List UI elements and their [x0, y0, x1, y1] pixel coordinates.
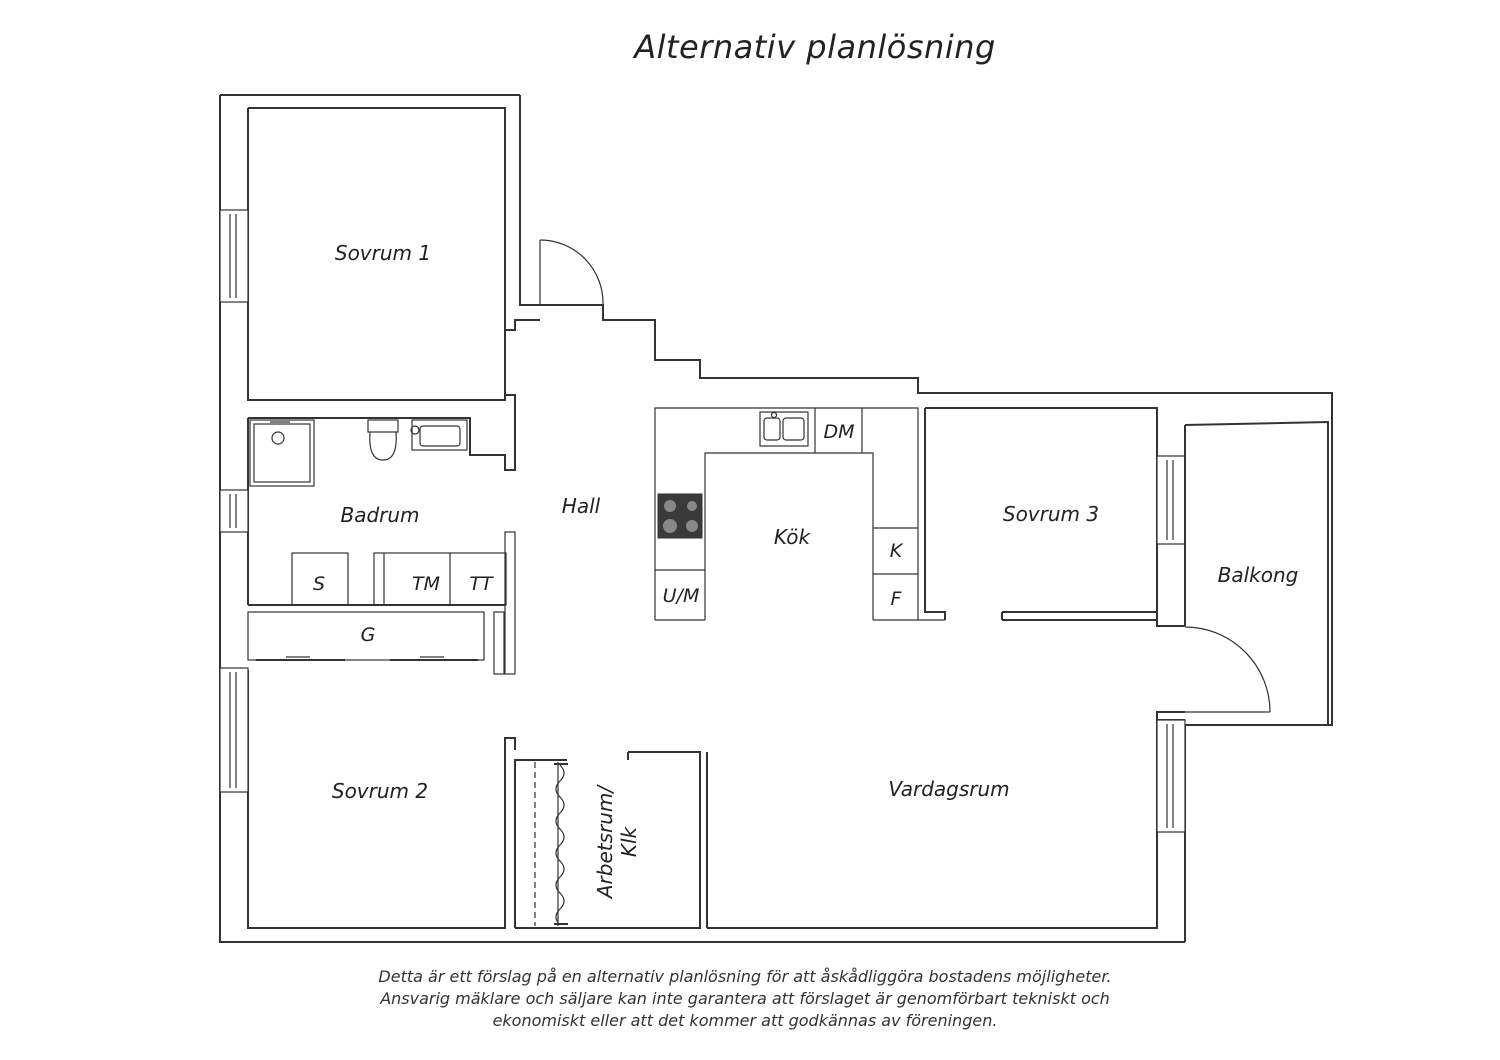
fixture-label-wardrobe: G — [361, 624, 376, 646]
fixture-label-oven-microwave: U/M — [663, 585, 700, 607]
room-label-sovrum2: Sovrum 2 — [332, 779, 428, 803]
room-label-arbetsrum: Arbetsrum/ Klk — [593, 784, 641, 901]
entrance-door — [539, 239, 604, 306]
room-label-sovrum3: Sovrum 3 — [1003, 502, 1099, 526]
balcony — [1156, 420, 1329, 725]
fixture-label-fridge: K — [890, 540, 904, 562]
disclaimer-line-1: Detta är ett förslag på en alternativ pl… — [378, 967, 1112, 986]
livingroom-walls — [706, 719, 1186, 929]
curtain — [534, 762, 568, 926]
room-label-vardagsrum: Vardagsrum — [888, 777, 1009, 801]
toilet — [367, 419, 399, 461]
disclaimer: Detta är ett förslag på en alternativ pl… — [300, 966, 1190, 1032]
kitchen-counter — [654, 407, 945, 621]
sovrum2-walls — [219, 667, 516, 929]
window-sovrum1 — [219, 209, 249, 303]
room-label-hall: Hall — [562, 494, 601, 518]
plan-title: Alternativ planlösning — [634, 28, 996, 66]
room-label-arbetsrum-line2: Klk — [617, 825, 641, 857]
wardrobe — [247, 611, 485, 661]
room-label-badrum: Badrum — [340, 503, 419, 527]
fixture-label-dryer: TT — [469, 573, 494, 595]
disclaimer-line-2: Ansvarig mäklare och säljare kan inte ga… — [380, 989, 1110, 1008]
bathroom-appliances — [291, 552, 507, 606]
fixture-label-s: S — [313, 573, 325, 595]
study-walls — [514, 751, 701, 929]
kitchen-sink — [759, 411, 809, 447]
room-label-balkong: Balkong — [1218, 563, 1299, 587]
sovrum3-walls — [924, 407, 1186, 627]
outer-walls — [219, 94, 1333, 943]
shower — [249, 419, 315, 487]
hall-wall-stub — [493, 531, 516, 675]
room-label-kok: Kök — [774, 525, 812, 549]
fixture-label-dishwasher: DM — [823, 421, 854, 443]
room-label-arbetsrum-line1: Arbetsrum/ — [593, 784, 617, 901]
stove — [657, 493, 703, 539]
washbasin — [410, 419, 468, 451]
fixture-label-freezer: F — [891, 588, 903, 610]
disclaimer-line-3: ekonomiskt eller att det kommer att godk… — [492, 1011, 998, 1030]
fixture-label-washer: TM — [412, 573, 440, 595]
room-label-sovrum1: Sovrum 1 — [335, 241, 431, 265]
